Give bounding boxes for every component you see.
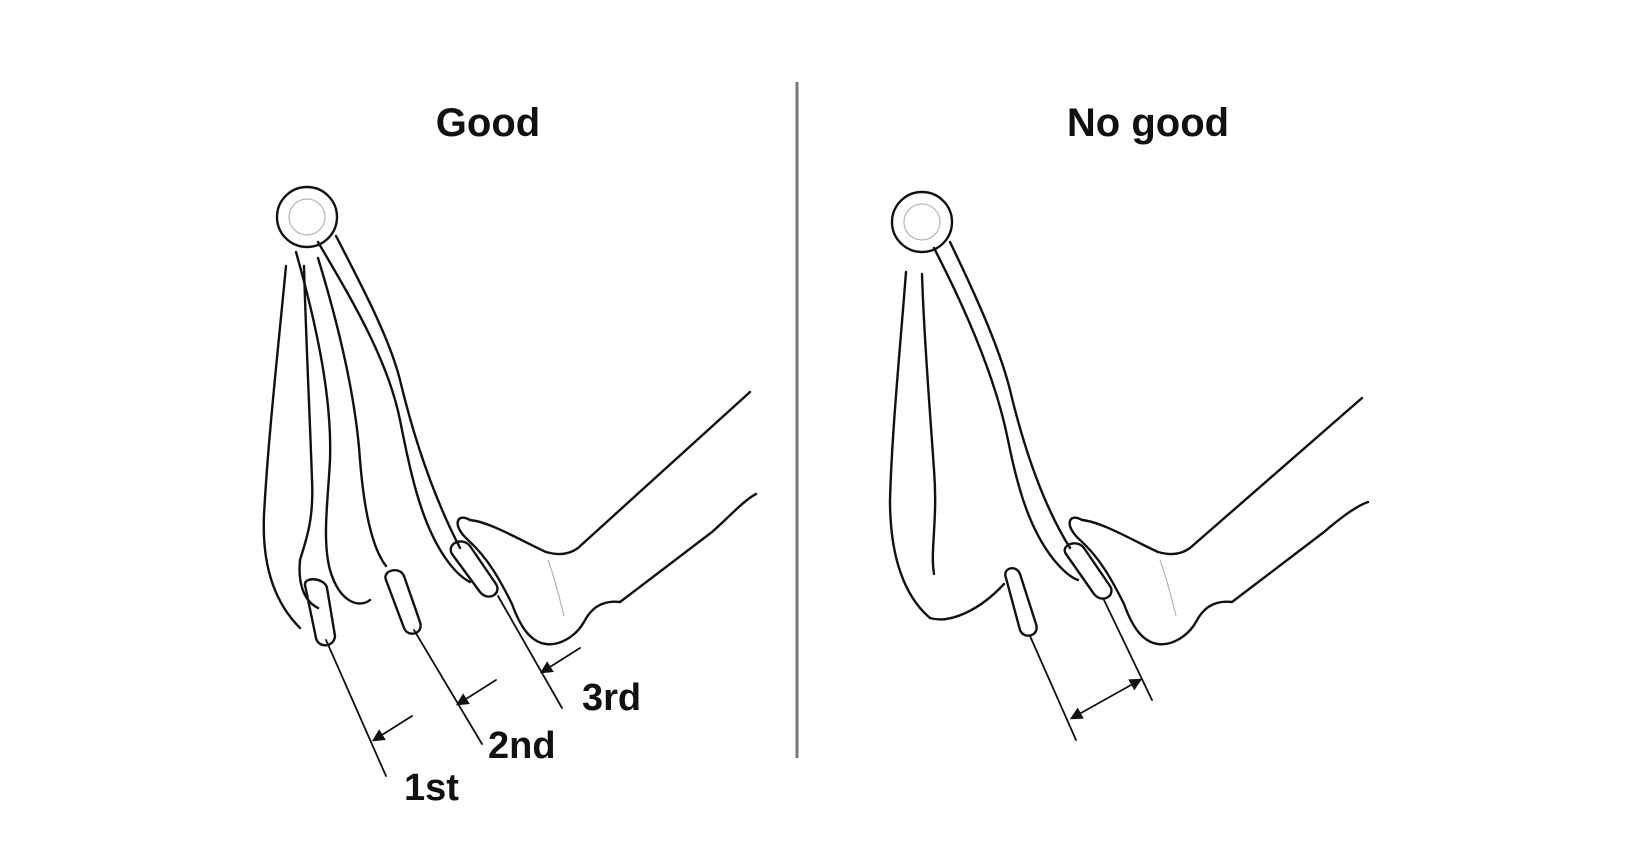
- pedal-arm-2nd: [294, 250, 422, 635]
- good-title: Good: [436, 101, 540, 145]
- no-good-panel: No good: [888, 101, 1370, 741]
- pivot-eye-no-good: [890, 190, 954, 254]
- gap-double-arrow-icon: [1069, 678, 1143, 720]
- foot-good: [456, 390, 758, 646]
- pedal-arm-3rd: [316, 234, 499, 598]
- stroke-line-2nd: [413, 629, 483, 745]
- step-label-3rd: 3rd: [582, 677, 641, 719]
- no-good-title: No good: [1067, 101, 1229, 145]
- stroke-line-rear: [1029, 635, 1077, 741]
- arrow-3rd-icon: [539, 647, 581, 674]
- pedal-arm-1st: [262, 264, 337, 647]
- pedal-arm-rear: [888, 270, 1038, 637]
- foot-no-good: [1068, 396, 1370, 646]
- pivot-eye-good: [275, 185, 339, 249]
- good-panel: Good: [262, 101, 758, 809]
- pedal-arm-front: [932, 240, 1113, 600]
- stroke-line-3rd: [497, 595, 563, 709]
- arrow-1st-icon: [371, 715, 413, 742]
- stroke-line-1st: [325, 639, 387, 777]
- step-label-2nd: 2nd: [488, 725, 556, 767]
- step-label-1st: 1st: [404, 767, 459, 809]
- stroke-line-front: [1103, 599, 1153, 701]
- arrow-2nd-icon: [455, 679, 497, 706]
